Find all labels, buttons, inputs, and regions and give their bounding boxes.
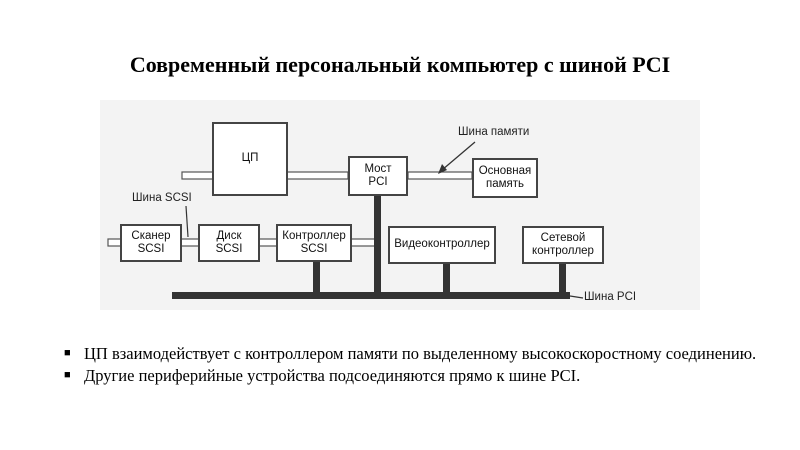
pci-bus-label-leader (569, 295, 584, 299)
bullet-list: ■ ЦП взаимодействует с контроллером памят… (62, 343, 762, 387)
memory-bus-arrowhead (438, 164, 447, 174)
video-controller-label: Видеоконтроллер (394, 238, 490, 251)
network-controller-label: Сетевой контроллер (532, 231, 594, 257)
bullet-text: ЦП взаимодействует с контроллером памяти… (84, 344, 757, 363)
pci-bridge-block: Мост PCI (348, 156, 408, 196)
scsi-scanner-block: Сканер SCSI (120, 224, 182, 262)
main-memory-block: Основная память (472, 158, 538, 198)
network-pci-link (559, 264, 566, 296)
diagram-connections (107, 141, 584, 299)
pci-architecture-diagram: ЦП Мост PCI Основная память Сканер SCSI … (100, 100, 700, 310)
pci-bus-label: Шина PCI (584, 291, 637, 303)
scsi-scanner-label: Сканер SCSI (131, 229, 171, 255)
cpu-block: ЦП (212, 122, 288, 196)
pci-bridge-label: Мост PCI (364, 162, 392, 188)
scsi-disk-label: Диск SCSI (215, 229, 243, 255)
scsi-bus-arrow (185, 205, 189, 238)
network-controller-block: Сетевой контроллер (522, 226, 604, 264)
cpu-label: ЦП (241, 152, 259, 165)
video-pci-link (443, 264, 450, 296)
main-memory-label: Основная память (478, 164, 532, 190)
pci-bus (172, 292, 570, 299)
bullet-item: ■ Другие периферийные устройства подсоеди… (62, 365, 762, 386)
bridge-pci-link (374, 194, 381, 296)
scsi-disk-block: Диск SCSI (198, 224, 260, 262)
scsi-controller-block: Контроллер SCSI (276, 224, 352, 262)
bullet-marker: ■ (64, 347, 71, 359)
scsi-controller-pci-link (313, 262, 320, 296)
memory-bus-label: Шина памяти (458, 126, 530, 138)
scsi-bus-label: Шина SCSI (132, 192, 192, 204)
bullet-text: Другие периферийные устройства подсоедин… (84, 366, 581, 385)
scsi-controller-label: Контроллер SCSI (282, 229, 346, 255)
bullet-marker: ■ (64, 369, 71, 381)
slide-title: Современный персональный компьютер с шин… (129, 52, 671, 77)
video-controller-block: Видеоконтроллер (388, 226, 496, 264)
memory-bus-arrow (441, 141, 476, 171)
bullet-item: ■ ЦП взаимодействует с контроллером памят… (62, 343, 762, 364)
